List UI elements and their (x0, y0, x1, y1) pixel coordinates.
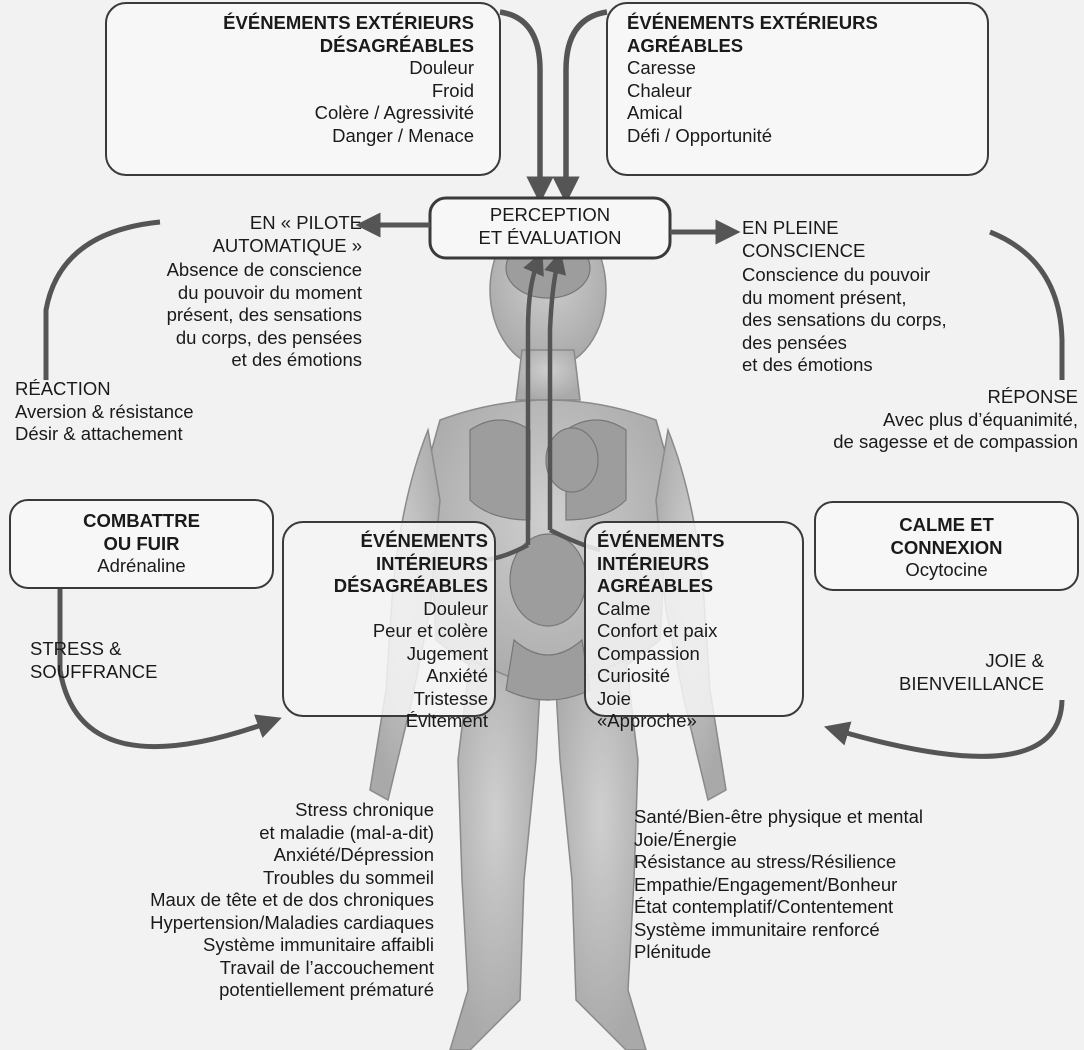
mindful-description: Conscience du pouvoir du moment présent,… (742, 264, 947, 377)
mindful-mode-label: EN PLEINE CONSCIENCE (742, 217, 865, 262)
outcome-item: Travail de l’accouchement (150, 957, 434, 980)
inner-pleasant-box: ÉVÉNEMENTS INTÉRIEURS AGRÉABLES Calme Co… (597, 530, 724, 733)
list-item: Évitement (334, 710, 488, 733)
box-title-line: INTÉRIEURS (334, 553, 488, 576)
outcome-item: Hypertension/Maladies cardiaques (150, 912, 434, 935)
calm-title-line: CONNEXION (815, 537, 1078, 560)
fight-title-line: OU FUIR (10, 533, 273, 556)
list-item: Peur et colère (334, 620, 488, 643)
outcome-item: Anxiété/Dépression (150, 844, 434, 867)
perception-line: ET ÉVALUATION (430, 227, 670, 250)
reaction-item: Désir & attachement (15, 423, 194, 446)
stress-line: SOUFFRANCE (30, 661, 157, 684)
desc-line: du corps, des pensées (167, 327, 362, 350)
list-item: Amical (627, 102, 772, 125)
outcome-item: Joie/Énergie (634, 829, 923, 852)
desc-line: Conscience du pouvoir (742, 264, 947, 287)
list-item: Curiosité (597, 665, 724, 688)
outcome-item: Système immunitaire affaibli (150, 934, 434, 957)
list-item: Froid (315, 80, 474, 103)
response-block: RÉPONSE Avec plus d’équanimité, de sages… (833, 386, 1078, 454)
box-title-line: DÉSAGRÉABLES (334, 575, 488, 598)
joy-line: JOIE & (899, 650, 1044, 673)
outcome-item: Maux de tête et de dos chroniques (150, 889, 434, 912)
response-item: Avec plus d’équanimité, (833, 409, 1078, 432)
reaction-item: Aversion & résistance (15, 401, 194, 424)
stress-line: STRESS & (30, 638, 157, 661)
desc-line: des pensées (742, 332, 947, 355)
list-item: Caresse (627, 57, 772, 80)
list-item: Danger / Menace (315, 125, 474, 148)
mode-line: EN PLEINE (742, 217, 865, 240)
desc-line: et des émotions (167, 349, 362, 372)
outcome-item: et maladie (mal-a-dit) (150, 822, 434, 845)
calm-title-line: CALME ET (815, 514, 1078, 537)
outcome-item: potentiellement prématuré (150, 979, 434, 1002)
outcome-item: Système immunitaire renforcé (634, 919, 923, 942)
outcome-item: Santé/Bien-être physique et mental (634, 806, 923, 829)
title-line: ÉVÉNEMENTS EXTÉRIEURS (627, 12, 878, 35)
fight-hormone: Adrénaline (10, 555, 273, 578)
mode-line: CONSCIENCE (742, 240, 865, 263)
title-line: AGRÉABLES (627, 35, 878, 58)
calm-hormone: Ocytocine (815, 559, 1078, 582)
list-item: «Approche» (597, 710, 724, 733)
response-title: RÉPONSE (833, 386, 1078, 409)
title-line: DÉSAGRÉABLES (223, 35, 474, 58)
fight-box-label: COMBATTRE OU FUIR Adrénaline (10, 510, 273, 578)
outcome-item: État contemplatif/Contentement (634, 896, 923, 919)
desc-line: Absence de conscience (167, 259, 362, 282)
perception-label: PERCEPTION ET ÉVALUATION (430, 204, 670, 249)
autopilot-description: Absence de conscience du pouvoir du mome… (167, 259, 362, 372)
list-item: Tristesse (334, 688, 488, 711)
desc-line: du pouvoir du moment (167, 282, 362, 305)
list-item: Défi / Opportunité (627, 125, 772, 148)
inner-unpleasant-box: ÉVÉNEMENTS INTÉRIEURS DÉSAGRÉABLES Doule… (334, 530, 488, 733)
list-item: Calme (597, 598, 724, 621)
top-right-box-items: Caresse Chaleur Amical Défi / Opportunit… (627, 57, 772, 147)
top-left-box-title: ÉVÉNEMENTS EXTÉRIEURS DÉSAGRÉABLES (223, 12, 474, 57)
list-item: Douleur (315, 57, 474, 80)
negative-outcomes-list: Stress chronique et maladie (mal-a-dit) … (150, 799, 434, 1002)
response-item: de sagesse et de compassion (833, 431, 1078, 454)
title-line: ÉVÉNEMENTS EXTÉRIEURS (223, 12, 474, 35)
fight-title-line: COMBATTRE (10, 510, 273, 533)
perception-line: PERCEPTION (430, 204, 670, 227)
box-title-line: ÉVÉNEMENTS (334, 530, 488, 553)
list-item: Douleur (334, 598, 488, 621)
list-item: Anxiété (334, 665, 488, 688)
box-title-line: AGRÉABLES (597, 575, 724, 598)
desc-line: des sensations du corps, (742, 309, 947, 332)
joy-line: BIENVEILLANCE (899, 673, 1044, 696)
top-left-box-items: Douleur Froid Colère / Agressivité Dange… (315, 57, 474, 147)
top-converging-arrows (500, 12, 607, 190)
box-title-line: INTÉRIEURS (597, 553, 724, 576)
list-item: Chaleur (627, 80, 772, 103)
list-item: Compassion (597, 643, 724, 666)
outcome-item: Stress chronique (150, 799, 434, 822)
box-title-line: ÉVÉNEMENTS (597, 530, 724, 553)
stress-label: STRESS & SOUFFRANCE (30, 638, 157, 683)
list-item: Jugement (334, 643, 488, 666)
autopilot-mode-label: EN « PILOTE AUTOMATIQUE » (213, 212, 362, 257)
reaction-title: RÉACTION (15, 378, 194, 401)
desc-line: du moment présent, (742, 287, 947, 310)
list-item: Confort et paix (597, 620, 724, 643)
top-right-box-title: ÉVÉNEMENTS EXTÉRIEURS AGRÉABLES (627, 12, 878, 57)
joy-label: JOIE & BIENVEILLANCE (899, 650, 1044, 695)
outcome-item: Troubles du sommeil (150, 867, 434, 890)
list-item: Colère / Agressivité (315, 102, 474, 125)
calm-box-label: CALME ET CONNEXION Ocytocine (815, 514, 1078, 582)
outcome-item: Plénitude (634, 941, 923, 964)
positive-outcomes-list: Santé/Bien-être physique et mental Joie/… (634, 806, 923, 964)
outcome-item: Résistance au stress/Résilience (634, 851, 923, 874)
mode-line: AUTOMATIQUE » (213, 235, 362, 258)
desc-line: présent, des sensations (167, 304, 362, 327)
list-item: Joie (597, 688, 724, 711)
mode-line: EN « PILOTE (213, 212, 362, 235)
outcome-item: Empathie/Engagement/Bonheur (634, 874, 923, 897)
desc-line: et des émotions (742, 354, 947, 377)
reaction-block: RÉACTION Aversion & résistance Désir & a… (15, 378, 194, 446)
